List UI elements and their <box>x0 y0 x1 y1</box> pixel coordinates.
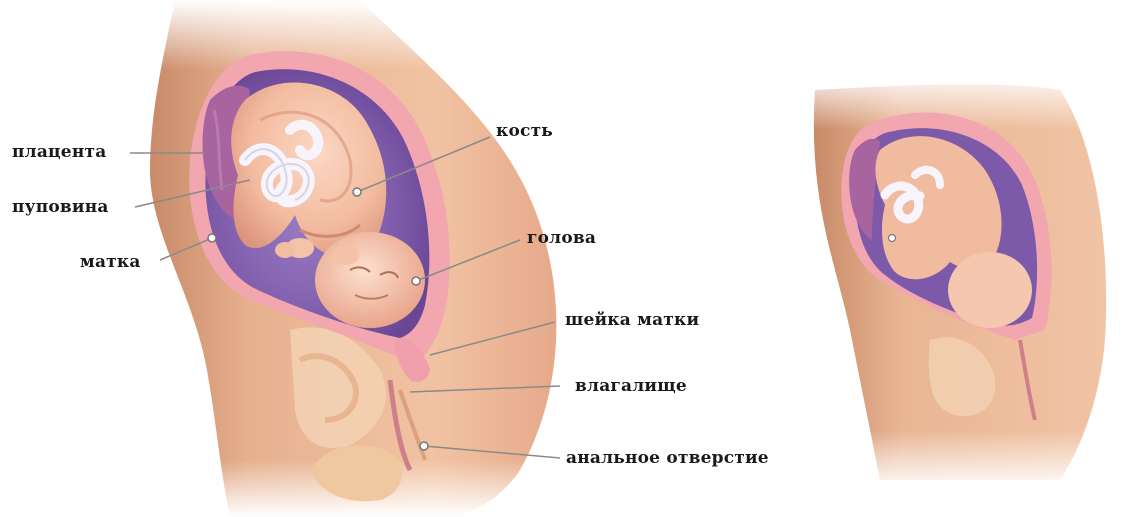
label-cervix: шейка матки <box>565 310 699 330</box>
label-head: голова <box>527 228 596 248</box>
label-bone: кость <box>496 121 553 141</box>
label-vagina: влагалище <box>575 376 687 396</box>
label-placenta: плацента <box>12 142 106 162</box>
label-umbilical-cord: пуповина <box>12 197 109 217</box>
label-anus: анальное отверстие <box>566 448 769 468</box>
label-uterus: матка <box>80 252 141 272</box>
